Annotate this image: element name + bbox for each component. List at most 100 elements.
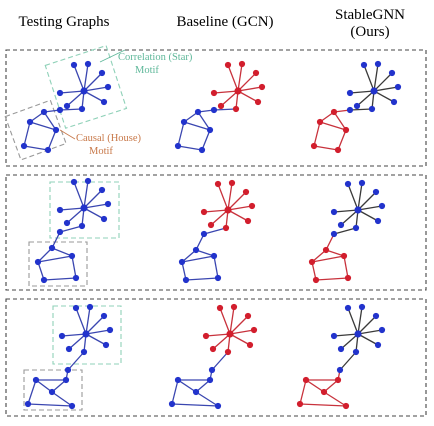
- graph-node: [390, 98, 398, 106]
- graph-edge: [171, 379, 179, 405]
- graph-node: [228, 179, 236, 187]
- graph-edge: [227, 205, 253, 211]
- graph-edge: [340, 209, 359, 226]
- graph-edge: [185, 277, 219, 281]
- graph-node: [192, 246, 200, 254]
- graph-node: [20, 142, 28, 150]
- graph-node: [58, 332, 66, 340]
- graph-node: [63, 102, 71, 110]
- graph-edge: [37, 255, 73, 263]
- graph-edge: [311, 255, 345, 263]
- graph-node: [354, 330, 362, 338]
- causal-pointer: [59, 129, 76, 140]
- graph-edge: [73, 181, 85, 209]
- graph-node: [372, 312, 380, 320]
- graph-edge: [183, 121, 211, 131]
- graph-node: [230, 303, 238, 311]
- graph-edge: [195, 249, 215, 257]
- graph-node: [224, 206, 232, 214]
- header-stablegnn-ours: (Ours): [350, 24, 390, 40]
- correlation-motif-label-2: Motif: [135, 65, 159, 76]
- graph-node: [370, 87, 378, 95]
- graph-node: [84, 177, 92, 185]
- graph-edge: [363, 64, 375, 92]
- graph-row2-ours: [308, 179, 386, 284]
- graph-edge: [213, 90, 239, 94]
- graph-node: [80, 87, 88, 95]
- graph-edge: [227, 182, 233, 211]
- graph-edge: [83, 90, 105, 103]
- graph-node: [336, 366, 344, 374]
- graph-node: [368, 105, 376, 113]
- graph-row3-test: [24, 303, 114, 410]
- graph-edge: [73, 64, 85, 92]
- graph-node: [207, 221, 215, 229]
- graph-node: [372, 188, 380, 196]
- graph-node: [330, 230, 338, 238]
- correlation-motif-label-1: Correlation (Star): [118, 52, 193, 63]
- graph-edge: [203, 227, 227, 235]
- graph-edge: [349, 90, 375, 94]
- graph-node: [330, 332, 338, 340]
- graph-node: [100, 215, 108, 223]
- graph-node: [52, 126, 60, 134]
- graph-edge: [373, 90, 395, 103]
- graph-node: [70, 61, 78, 69]
- graph-node: [214, 274, 222, 282]
- graph-node: [56, 106, 64, 114]
- graph-edge: [201, 129, 211, 151]
- graph-node: [200, 230, 208, 238]
- graph-node: [346, 106, 354, 114]
- graph-node: [226, 330, 234, 338]
- graph-edge: [373, 86, 399, 92]
- graph-node: [194, 108, 202, 116]
- graph-edge: [373, 63, 379, 92]
- graph-edge: [319, 121, 347, 131]
- star-motif-box-row2: [49, 181, 120, 239]
- graph-node: [308, 258, 316, 266]
- graph-edge: [315, 277, 349, 281]
- graph-node: [302, 376, 310, 384]
- graph-edge: [181, 255, 215, 263]
- graph-edge: [171, 403, 219, 407]
- graph-node: [98, 186, 106, 194]
- graph-node: [78, 222, 86, 230]
- graph-edge: [51, 247, 73, 257]
- graph-edge: [83, 207, 105, 220]
- graph-row1-base: [174, 60, 266, 154]
- graph-node: [344, 180, 352, 188]
- graph-node: [64, 366, 72, 374]
- causal-motif-label-1: Causal (House): [76, 133, 142, 144]
- graph-node: [80, 204, 88, 212]
- graph-edge: [66, 90, 85, 107]
- graph-node: [344, 304, 352, 312]
- graph-node: [252, 69, 260, 77]
- causal-motif-label-2: Motif: [89, 146, 113, 157]
- graph-node: [234, 87, 242, 95]
- graph-node: [78, 105, 86, 113]
- graph-node: [68, 252, 76, 260]
- graph-node: [72, 274, 80, 282]
- graph-node: [352, 224, 360, 232]
- graph-node: [244, 312, 252, 320]
- graph-node: [337, 345, 345, 353]
- graph-edge: [237, 90, 259, 103]
- graph-node: [84, 60, 92, 68]
- graph-edge: [212, 333, 231, 350]
- graph-node: [192, 388, 200, 396]
- graph-node: [180, 118, 188, 126]
- graph-node: [104, 83, 112, 91]
- graph-node: [104, 200, 112, 208]
- graph-node: [106, 326, 114, 334]
- graph-node: [82, 330, 90, 338]
- graph-edge: [59, 90, 85, 94]
- graph-node: [248, 202, 256, 210]
- graph-node: [374, 60, 382, 68]
- graph-edge: [177, 145, 203, 151]
- graph-edge: [83, 180, 89, 209]
- star-motif-box-row1: [44, 44, 128, 129]
- graph-row1-test: [20, 60, 112, 154]
- graph-edge: [211, 351, 229, 371]
- header-stablegnn: StableGNN (Ours): [315, 7, 425, 41]
